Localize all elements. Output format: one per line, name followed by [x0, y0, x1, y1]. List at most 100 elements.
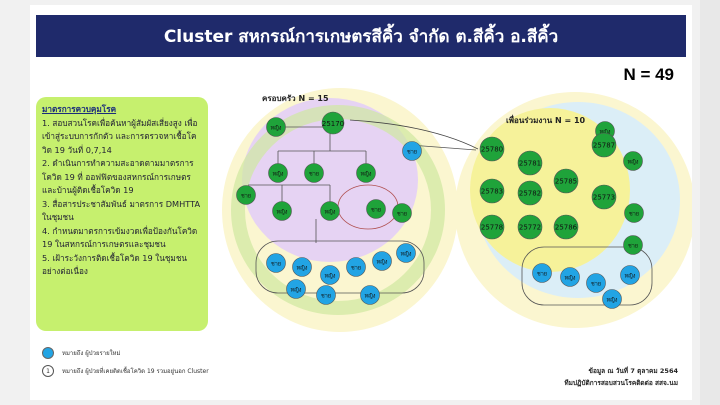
- coworker-label: เพื่อนร่วมงาน N = 10: [506, 114, 586, 125]
- case-node: [268, 163, 288, 183]
- coworker-node: [517, 214, 543, 240]
- case-node-label: หญิง: [273, 171, 284, 178]
- case-node: [316, 285, 336, 305]
- coworker-node: [553, 168, 579, 194]
- case-node: [320, 201, 340, 221]
- coworker-node: [517, 150, 543, 176]
- coworker-node-id: 25783: [481, 188, 503, 196]
- coworker-node-id: 25785: [555, 178, 577, 186]
- source-team: ทีมปฏิบัติการสอบสวนโรคติดต่อ สสจ.นม: [564, 379, 678, 387]
- case-node-label: ชาย: [397, 211, 407, 218]
- source-date: ข้อมูล ณ วันที่ 7 ตุลาคม 2564: [588, 367, 678, 375]
- slide-title: Cluster สหกรณ์การเกษตรสีคิ้ว จำกัด ต.สีค…: [36, 15, 686, 57]
- coworker-node: [479, 136, 505, 162]
- case-node-label: ชาย: [629, 211, 639, 218]
- case-node: [366, 199, 386, 219]
- coworker-case-nodes: 25780 25781 25787 25783 25782 25785 25773 25778…: [479, 132, 617, 240]
- case-node-label: ชาย: [271, 261, 281, 268]
- family-circle: [242, 98, 418, 262]
- family-green-ring: [231, 105, 445, 315]
- case-node: [620, 265, 640, 285]
- slide: Cluster สหกรณ์การเกษตรสีคิ้ว จำกัด ต.สีค…: [30, 5, 692, 400]
- coworker-node-id: 25787: [593, 142, 615, 150]
- case-node-label: หญิง: [565, 275, 576, 282]
- case-node: [586, 273, 606, 293]
- coworker-node: [479, 178, 505, 204]
- family-label: ครอบครัว N = 15: [262, 94, 329, 103]
- case-node: [372, 251, 392, 271]
- case-node-label: ชาย: [537, 271, 547, 278]
- case-node: [266, 253, 286, 273]
- measure-item: 5. เฝ้าระวังการติดเชื้อโควิด 19 ในชุมชนอ…: [42, 252, 187, 277]
- case-node: [560, 267, 580, 287]
- legend-new-case-text: หมายถึง ผู้ป่วยรายใหม่: [62, 350, 121, 357]
- family-index-id: 25170: [322, 120, 344, 128]
- case-node-label: ชาย: [321, 293, 331, 300]
- case-node-label: หญิง: [365, 293, 376, 300]
- coworker-node: [591, 184, 617, 210]
- case-node-label: หญิง: [377, 259, 388, 266]
- case-node: [304, 163, 324, 183]
- case-node: [623, 235, 643, 255]
- measure-item: 2. ดำเนินการทำความสะอาดตามมาตรการโควิด 1…: [42, 158, 194, 195]
- coworker-node: [479, 214, 505, 240]
- case-node: [292, 257, 312, 277]
- case-node: [392, 203, 412, 223]
- legend: หมายถึง ผู้ป่วยรายใหม่ 1 หมายถึง ผู้ป่วย…: [42, 347, 209, 383]
- case-node-label: หญิง: [628, 159, 639, 166]
- source-note: ข้อมูล ณ วันที่ 7 ตุลาคม 2564 ทีมปฏิบัติ…: [564, 365, 678, 389]
- ring-icon: 1: [42, 365, 54, 377]
- legend-row-prior-case: 1 หมายถึง ผู้ป่วยที่เคยติดเชื้อโควิด 19 …: [42, 365, 209, 377]
- case-node-label: หญิง: [291, 287, 302, 294]
- blue-dot-icon: [42, 347, 54, 359]
- case-node-label: หญิง: [361, 171, 372, 178]
- coworker-node-id: 25780: [481, 146, 503, 154]
- measure-item: 1. สอบสวนโรคเพื่อค้นหาผู้สัมผัสเสี่ยงสูง…: [42, 117, 198, 155]
- case-nodes: หญิงหญิงชายหญิงชายหญิงหญิงชายชายชายชายหญ…: [236, 117, 644, 309]
- total-count: N = 49: [623, 65, 674, 84]
- coworker-node: [553, 214, 579, 240]
- coworker-contact-outline: [521, 246, 653, 306]
- legend-prior-case-text: หมายถึง ผู้ป่วยที่เคยติดเชื้อโควิด 19 รว…: [62, 368, 209, 375]
- coworker-node-id: 25778: [481, 224, 503, 232]
- case-node-label: ชาย: [351, 265, 361, 272]
- case-node: [402, 141, 422, 161]
- case-node: [356, 163, 376, 183]
- case-node-label: ชาย: [241, 193, 251, 200]
- case-node: [624, 203, 644, 223]
- case-node-label: ชาย: [371, 207, 381, 214]
- case-node: [346, 257, 366, 277]
- measure-item: 3. สื่อสารประชาสัมพันธ์ มาตรการ DMHTTA ใ…: [42, 198, 201, 223]
- measures-heading: มาตรการควบคุมโรค: [42, 104, 117, 114]
- case-node-label: หญิง: [297, 265, 308, 272]
- coworker-node-id: 25782: [519, 190, 541, 198]
- case-node-label: หญิง: [401, 251, 412, 258]
- coworker-node: [591, 132, 617, 158]
- measure-item: 4. กำหนดมาตรการเข้มงวดเพื่อป้องกันโควิด …: [42, 225, 198, 250]
- coworker-circle: [470, 108, 630, 272]
- case-node: [623, 151, 643, 171]
- case-node-label: หญิง: [600, 129, 611, 136]
- cluster-diagram: ครอบครัว N = 15 เพื่อนร่วมงาน N = 10 หญิ…: [222, 88, 692, 332]
- case-node: [360, 285, 380, 305]
- case-node: [272, 201, 292, 221]
- family-index-node: 25170: [321, 111, 345, 135]
- coworker-node-id: 25786: [555, 224, 578, 232]
- coworker-node: [517, 180, 543, 206]
- case-node-label: ชาย: [591, 281, 601, 288]
- case-node-label: ชาย: [628, 243, 638, 250]
- case-node: [532, 263, 552, 283]
- case-node-label: ชาย: [407, 149, 417, 156]
- case-node-label: หญิง: [325, 209, 336, 216]
- coworker-node-id: 25773: [593, 194, 615, 202]
- case-node-label: หญิง: [625, 273, 636, 280]
- case-node: [266, 117, 286, 137]
- case-node: [286, 279, 306, 299]
- case-node-label: หญิง: [271, 125, 282, 132]
- community-group-outline: [255, 240, 425, 294]
- case-node-label: หญิง: [277, 209, 288, 216]
- case-node: [320, 265, 340, 285]
- scrollbar-track[interactable]: [700, 0, 720, 405]
- case-node: [236, 185, 256, 205]
- coworker-node-id: 25781: [519, 160, 541, 168]
